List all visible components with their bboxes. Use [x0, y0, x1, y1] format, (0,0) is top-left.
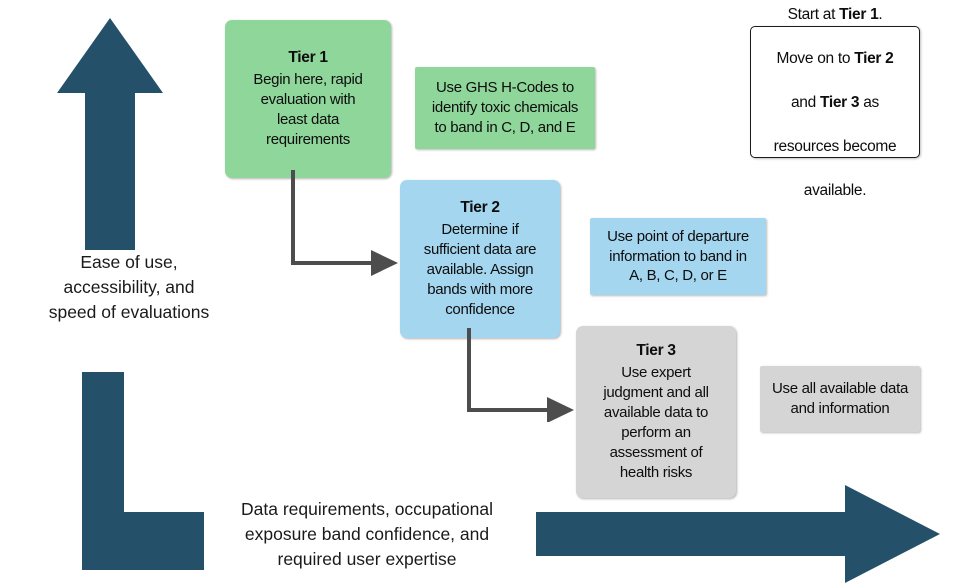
tier-3-note[interactable]: Use all available data and information: [760, 366, 920, 432]
tier-1-title: Tier 1: [288, 49, 328, 67]
callout-line-3-suffix: as: [859, 94, 880, 111]
callout-line-4: resources become: [773, 138, 897, 155]
horizontal-axis-label: Data requirements, occupational exposure…: [241, 499, 493, 569]
callout-line-2-prefix: Move on to: [776, 50, 855, 67]
callout-line-1-bold: Tier 1: [839, 6, 879, 23]
tier-2-note[interactable]: Use point of departure information to ba…: [590, 218, 766, 295]
tier-3-body: Use expert judgment and all available da…: [603, 363, 709, 481]
tier-2-box[interactable]: Tier 2 Determine if sufficient data are …: [400, 180, 560, 338]
callout-line-2-bold: Tier 2: [854, 50, 894, 67]
tier-1-note-text: Use GHS H-Codes to identify toxic chemic…: [431, 79, 579, 136]
start-instruction-text: Start at Tier 1. Move on to Tier 2 and T…: [774, 0, 897, 202]
tier-3-note-text: Use all available data and information: [772, 380, 908, 417]
tier-1-box[interactable]: Tier 1 Begin here, rapid evaluation with…: [225, 20, 391, 178]
callout-line-5: available.: [803, 182, 867, 199]
tier-1-body: Begin here, rapid evaluation with least …: [253, 70, 363, 148]
callout-line-3-bold: Tier 3: [819, 94, 860, 111]
start-instruction-callout[interactable]: Start at Tier 1. Move on to Tier 2 and T…: [750, 6, 920, 199]
tier-2-title: Tier 2: [460, 199, 500, 217]
right-arrow-icon: [536, 485, 940, 583]
tier-2-note-text: Use point of departure information to ba…: [607, 227, 749, 285]
connector-tier1-to-tier2: [291, 170, 398, 276]
callout-line-1-suffix: .: [878, 6, 883, 23]
connector-tier2-to-tier3: [467, 328, 574, 422]
up-arrow-icon: [57, 18, 163, 250]
tier-3-title: Tier 3: [636, 342, 676, 360]
corner-l-shape: [82, 372, 204, 570]
vertical-axis-label: Ease of use, accessibility, and speed of…: [48, 252, 210, 322]
callout-line-3-prefix: and: [790, 94, 820, 111]
tier-1-note[interactable]: Use GHS H-Codes to identify toxic chemic…: [415, 67, 595, 149]
tier-2-body: Determine if sufficient data are availab…: [423, 220, 537, 318]
callout-line-1-prefix: Start at: [787, 6, 840, 23]
tier-3-box[interactable]: Tier 3 Use expert judgment and all avail…: [576, 326, 736, 498]
